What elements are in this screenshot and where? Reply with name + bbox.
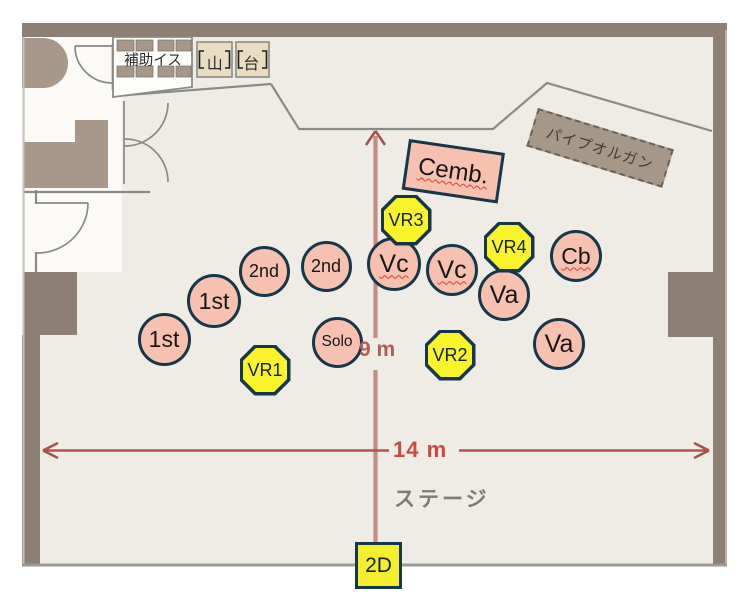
- platform-box: [196, 41, 270, 78]
- mic-2d: 2D: [355, 542, 402, 589]
- door-swing-lower-left: [35, 202, 89, 254]
- door-swing-top-left: [74, 44, 114, 90]
- seat-label: 1st: [148, 325, 180, 352]
- arrowhead-left: [42, 441, 59, 460]
- arrowhead-up: [364, 130, 387, 146]
- platform-label: 山 台: [206, 56, 268, 73]
- aux-chairs-tiles: [116, 39, 192, 78]
- seat-label: Cb: [561, 242, 591, 269]
- mic-label: VR1: [247, 359, 283, 380]
- seat-cello-b: Vc: [426, 244, 478, 296]
- mic-vr2: VR2: [424, 329, 476, 381]
- mic-vr3-face: VR3: [384, 198, 428, 242]
- seat-label: Solo: [321, 333, 353, 351]
- mic-label: VR3: [388, 209, 424, 230]
- stage-label: ステージ: [394, 488, 490, 511]
- mic-vr1: VR1: [239, 344, 291, 396]
- wall-top: [22, 23, 727, 37]
- width-label: 14 m: [393, 437, 448, 462]
- seat-label: 1st: [198, 287, 230, 314]
- seat-solo: Solo: [311, 316, 363, 368]
- seat-cello-a: Vc: [367, 237, 421, 291]
- mic-2d-label: 2D: [365, 553, 392, 577]
- seat-second-violin-b: 2nd: [300, 240, 352, 292]
- mic-vr3: VR3: [380, 194, 432, 246]
- seat-label: Va: [544, 329, 574, 358]
- cabinet-rounded: [22, 38, 68, 88]
- seat-viola-b: Va: [533, 318, 585, 370]
- seat-second-violin-a: 2nd: [238, 245, 290, 297]
- seat-viola-a: Va: [478, 269, 530, 321]
- aux-chairs-label: 補助イス: [124, 53, 182, 69]
- seat-contrabass: Cb: [550, 230, 602, 282]
- door-swing-double: [123, 101, 169, 184]
- wall-block-left: [23, 272, 77, 335]
- mic-vr4-face: VR4: [487, 225, 531, 269]
- seat-label: 2nd: [248, 261, 280, 281]
- wall-line-upstage: [270, 81, 713, 133]
- seat-first-violin-b: 1st: [187, 274, 241, 328]
- cabinet-block: [23, 142, 108, 188]
- depth-dimension-line: [364, 130, 387, 543]
- mic-vr4: VR4: [483, 221, 535, 273]
- seat-first-violin-a: 1st: [137, 312, 191, 366]
- mic-label: VR2: [432, 344, 468, 365]
- mic-label: VR4: [491, 236, 527, 257]
- width-dimension-line: [42, 441, 710, 460]
- arrowhead-right: [693, 441, 710, 460]
- depth-label: 9 m: [359, 338, 396, 361]
- wall-left: [22, 335, 40, 565]
- mic-vr1-face: VR1: [243, 348, 287, 392]
- cembalo-label: Cemb.: [416, 152, 491, 190]
- wall-block-right: [668, 272, 727, 337]
- seat-label: Va: [489, 280, 519, 309]
- seat-label: Vc: [379, 249, 409, 278]
- seat-label: Vc: [437, 255, 467, 284]
- mic-vr2-face: VR2: [428, 333, 472, 377]
- seat-label: 2nd: [310, 256, 342, 276]
